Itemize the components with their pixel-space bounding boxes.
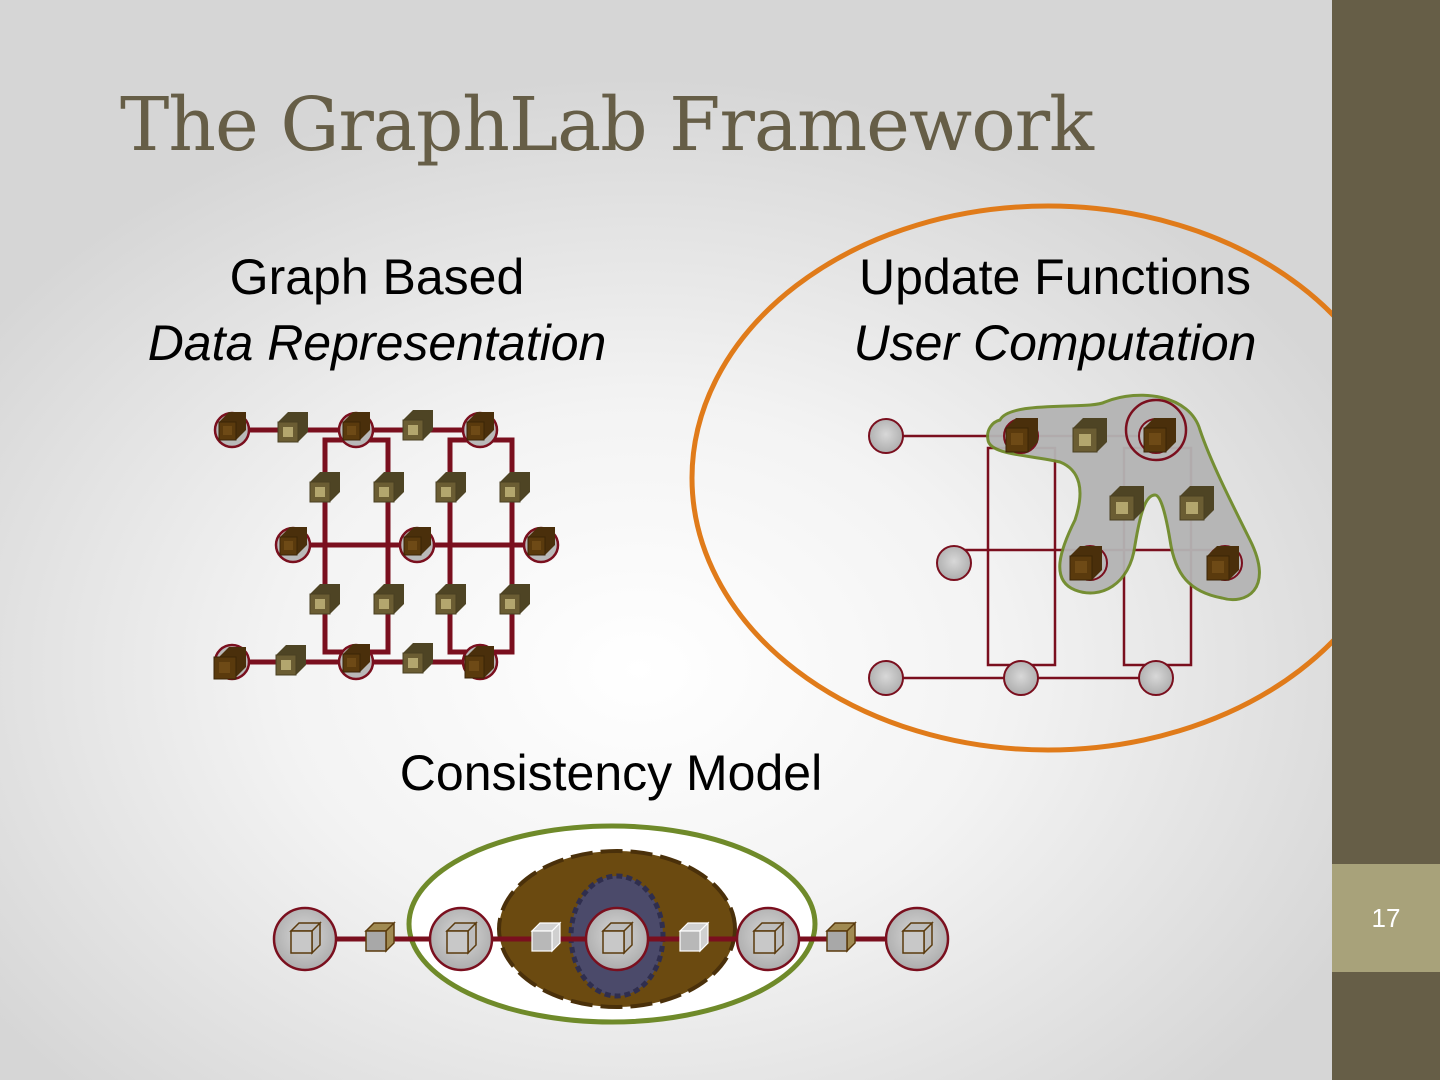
edge-data-cube	[364, 921, 396, 953]
vertex	[868, 418, 904, 454]
update-label-line1: Update Functions	[859, 249, 1251, 305]
vertex	[1138, 660, 1174, 696]
edge-data-cube	[402, 410, 433, 441]
edge-data-cube	[373, 472, 404, 503]
update-vertices	[868, 398, 1243, 696]
consistency-section-label: Consistency Model	[374, 740, 848, 806]
chain-vertex	[735, 906, 801, 972]
edge-data-cube	[499, 584, 530, 615]
edge-data-cube	[1109, 486, 1144, 521]
chain-center-vertex	[584, 906, 650, 972]
vertex-data-cube	[337, 411, 375, 449]
edge-data-cube	[678, 921, 710, 953]
vertex	[1003, 660, 1039, 696]
edge-data-cube	[309, 472, 340, 503]
vertex-data-cube	[337, 643, 375, 681]
edge-data-cube	[435, 584, 466, 615]
edge-data-cube	[309, 584, 340, 615]
update-section-label: Update Functions User Computation	[828, 244, 1282, 376]
graph-label-line1: Graph Based	[229, 249, 525, 305]
vertex-data-cube	[398, 526, 436, 564]
chain-edge-data	[364, 921, 857, 953]
edge-data-cube	[277, 412, 308, 443]
chain-vertex	[272, 906, 338, 972]
edge-data-cube	[530, 921, 562, 953]
edge-data-cube	[435, 472, 466, 503]
update-diagram	[689, 203, 1332, 753]
graph-label-line2: Data Representation	[147, 315, 607, 371]
graph-edge-data	[275, 410, 530, 676]
page-number: 17	[1332, 864, 1440, 972]
graph-diagram	[213, 410, 560, 681]
chain-vertex	[428, 906, 494, 972]
central-vertex-cube	[1138, 418, 1176, 454]
edge-data-cube	[1179, 486, 1214, 521]
vertex-data-cube	[461, 643, 499, 681]
vertex-data-cube	[522, 526, 560, 564]
edge-data-cube	[275, 645, 306, 676]
update-label-line2: User Computation	[853, 315, 1257, 371]
consistency-diagram	[272, 823, 950, 1025]
consistency-label-line1: Consistency Model	[399, 745, 823, 801]
update-edge-data	[1072, 418, 1214, 521]
slide-title: The GraphLab Framework	[120, 82, 1094, 168]
highlight-ellipse	[689, 203, 1332, 753]
edge-data-cube	[1072, 418, 1107, 453]
graph-vertices	[213, 411, 560, 681]
central-vertex-ring	[1124, 398, 1188, 462]
scope-vertex-cube	[1069, 545, 1108, 581]
graph-section-label: Graph Based Data Representation	[120, 244, 634, 376]
vertex-data-cube	[461, 411, 499, 449]
chain-vertices	[272, 906, 950, 972]
vertex-data-cube	[274, 526, 312, 564]
edge-data-cube	[373, 584, 404, 615]
edge-data-cube	[825, 921, 857, 953]
edge-data-cube	[402, 643, 433, 674]
vertex-data-cube	[213, 411, 251, 449]
chain-vertex	[884, 906, 950, 972]
scope-vertex-cube	[1206, 545, 1243, 581]
vertex	[936, 545, 972, 581]
vertex	[868, 660, 904, 696]
diagram-canvas	[213, 203, 1332, 1025]
scope-vertex-cube	[1003, 418, 1039, 454]
edge-data-cube	[499, 472, 530, 503]
vertex-data-cube	[213, 643, 251, 681]
